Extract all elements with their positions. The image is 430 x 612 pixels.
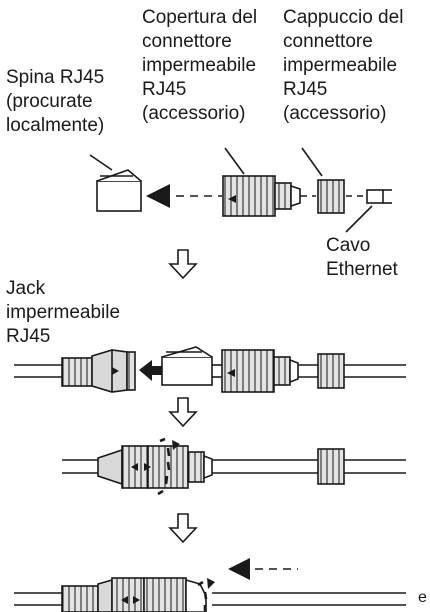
down-arrow-icon — [168, 397, 198, 428]
cover-label: Copertura del connettore impermeabile RJ… — [142, 7, 258, 124]
waterproof-cover — [221, 349, 299, 393]
left-arrow-icon — [139, 360, 164, 381]
waterproof-cap — [317, 448, 345, 485]
plug-label: Spina RJ45 (procurate localmente) — [6, 67, 105, 136]
cap-label: Cappuccio del connettore impermeabile RJ… — [283, 7, 404, 124]
cover-leader — [224, 147, 245, 175]
cable-label: Cavo Ethernet — [326, 235, 398, 280]
row-4-cap-attached — [14, 558, 406, 612]
waterproof-cap — [317, 179, 345, 214]
rotation-arrow-icon — [172, 440, 180, 450]
row-2-connection — [14, 346, 406, 393]
rotation-arrow-icon — [207, 578, 215, 589]
left-arrow-icon — [228, 558, 250, 580]
waterproof-jack — [61, 349, 136, 393]
ethernet-cable-end — [366, 189, 392, 204]
down-arrow-icon — [168, 513, 198, 544]
cap-leader — [301, 147, 323, 177]
assembled-connector — [61, 577, 207, 612]
plug-leader — [89, 154, 113, 171]
row-1-components — [89, 147, 392, 233]
rotation-marks — [157, 437, 171, 496]
waterproof-cover — [222, 175, 301, 217]
rj45-plug — [96, 169, 142, 212]
left-arrow-icon — [146, 184, 170, 208]
fragment-label: e — [418, 589, 427, 606]
cable-leader — [345, 205, 373, 233]
rj45-plug — [161, 346, 213, 386]
waterproof-cap — [317, 353, 345, 389]
down-arrow-icon — [168, 249, 198, 280]
row-3-cover-attached — [62, 437, 406, 496]
jack-label: Jack impermeabile RJ45 — [6, 278, 121, 347]
rotation-marks — [197, 580, 208, 611]
